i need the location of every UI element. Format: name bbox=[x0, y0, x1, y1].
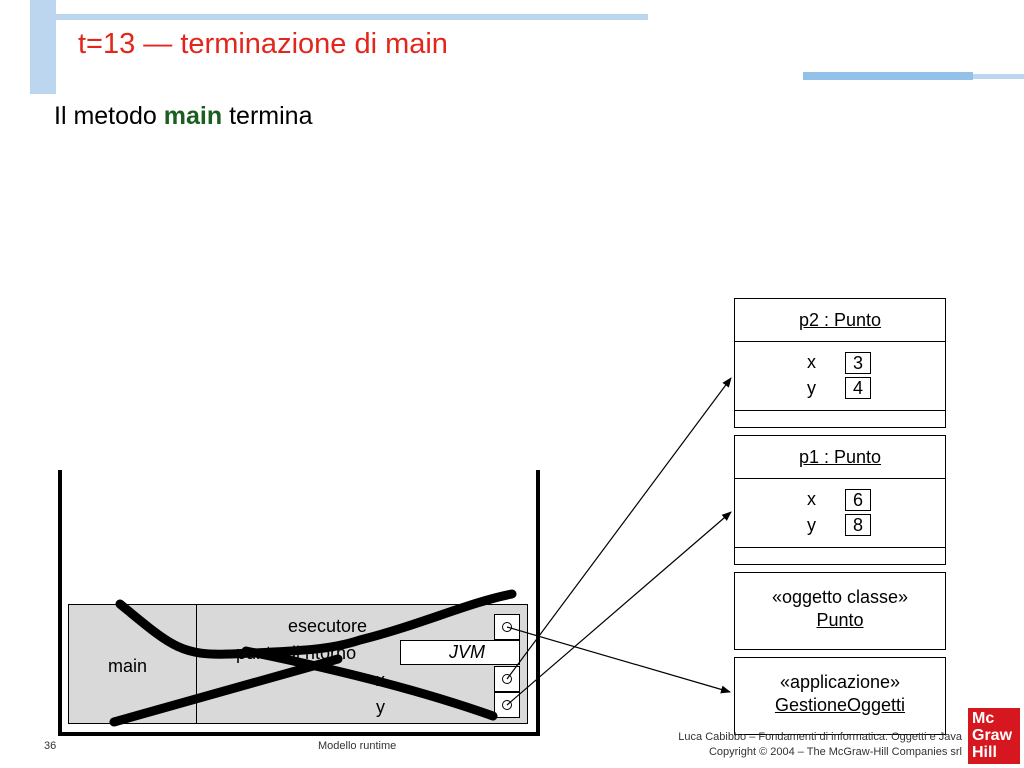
page-number: 36 bbox=[44, 740, 57, 752]
subtitle-keyword: main bbox=[163, 102, 223, 130]
object-p2-fields: x 3 y 4 bbox=[735, 342, 945, 411]
footer-center-text: Modello runtime bbox=[318, 740, 397, 752]
header-accent-line bbox=[973, 74, 1024, 79]
object-p1-field-y-value: 8 bbox=[845, 514, 871, 536]
cross-out-stroke-2 bbox=[109, 654, 343, 727]
stack-container bbox=[58, 470, 540, 736]
page-title: t=13 — terminazione di main bbox=[78, 28, 448, 60]
logo-line3: Hill bbox=[972, 744, 997, 761]
subtitle-text-end: termina bbox=[229, 102, 313, 130]
object-p2-field-x-name: x bbox=[807, 352, 816, 372]
stack-frame-divider bbox=[196, 604, 197, 724]
subtitle-text-start: Il metodo bbox=[54, 102, 157, 130]
object-p2: p2 : Punto x 3 y 4 bbox=[734, 298, 946, 428]
return-point-value: JVM bbox=[400, 640, 520, 665]
arrow-y-to-p1 bbox=[506, 511, 732, 706]
header-accent-bar bbox=[803, 72, 973, 80]
logo-line2: Graw bbox=[972, 727, 1013, 744]
header-vertical-bar bbox=[30, 0, 56, 94]
stack-frame-method-label: main bbox=[108, 656, 148, 676]
footer-credit-line2: Copyright © 2004 – The McGraw-Hill Compa… bbox=[708, 746, 962, 758]
publisher-logo: Mc Graw Hill bbox=[968, 708, 1020, 764]
object-p1-name: p1 : Punto bbox=[735, 436, 945, 479]
object-p1: p1 : Punto x 6 y 8 bbox=[734, 435, 946, 565]
footer-credit-line1: Luca Cabibbo – Fondamenti di informatica… bbox=[678, 731, 962, 743]
cross-out-stroke-3 bbox=[241, 646, 498, 721]
object-p2-field-y-name: y bbox=[807, 378, 816, 398]
application-object-stereotype: «applicazione» bbox=[779, 672, 901, 692]
arrow-esecutore-to-application bbox=[506, 626, 731, 694]
cross-out-mark bbox=[109, 589, 517, 727]
logo-line1: Mc bbox=[972, 710, 995, 727]
class-object-stereotype: «oggetto classe» bbox=[771, 587, 909, 607]
stack-frame-row-esecutore: esecutore bbox=[288, 616, 368, 636]
application-object-name: GestioneOggetti bbox=[774, 695, 906, 715]
object-p2-name: p2 : Punto bbox=[735, 299, 945, 342]
class-object-punto: «oggetto classe» Punto bbox=[734, 572, 946, 650]
object-p1-fields: x 6 y 8 bbox=[735, 479, 945, 548]
object-p1-field-x-name: x bbox=[807, 489, 816, 509]
application-object: «applicazione» GestioneOggetti bbox=[734, 657, 946, 735]
stack-frame-row-y: y bbox=[376, 697, 385, 717]
class-object-name: Punto bbox=[816, 610, 864, 630]
header-top-line bbox=[56, 14, 648, 20]
arrow-x-to-p2 bbox=[506, 377, 732, 680]
cross-out-stroke-1 bbox=[115, 589, 517, 659]
object-p2-field-x-value: 3 bbox=[845, 352, 871, 374]
object-p1-field-x-value: 6 bbox=[845, 489, 871, 511]
object-p1-field-y-name: y bbox=[807, 515, 816, 535]
subtitle: Il metodo main termina bbox=[54, 102, 312, 131]
reference-arrows bbox=[506, 377, 732, 706]
object-p2-field-y-value: 4 bbox=[845, 377, 871, 399]
